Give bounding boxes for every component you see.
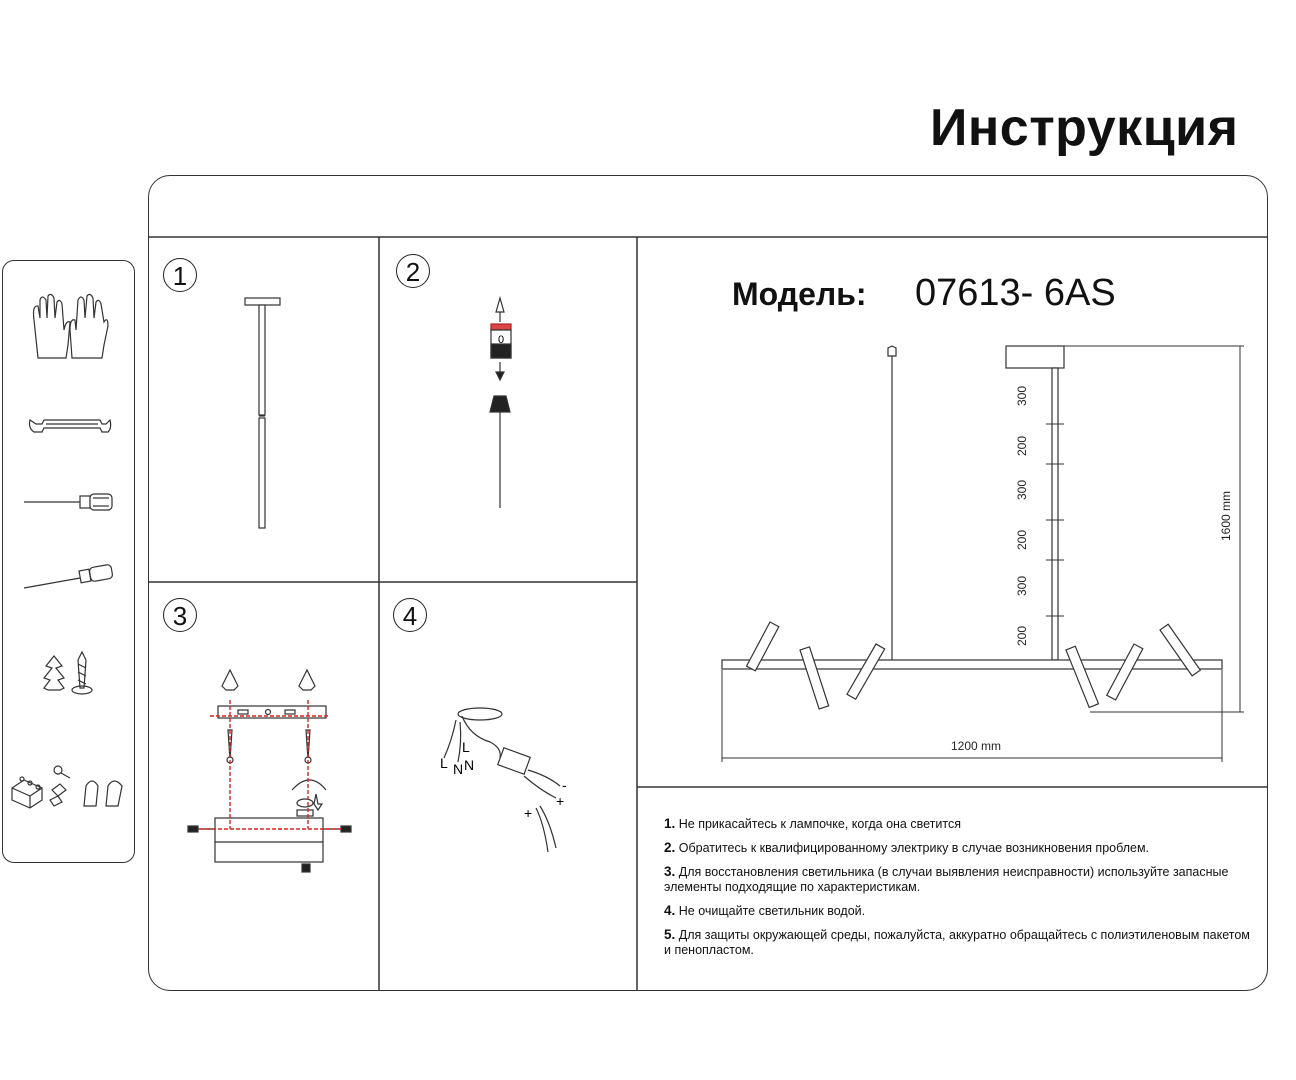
model-label: Модель: bbox=[732, 276, 867, 312]
step-4-number: 4 bbox=[393, 598, 427, 632]
width-dimension-label: 1200 mm bbox=[951, 739, 1001, 753]
note-3: 3. Для восстановления светильника (в слу… bbox=[664, 864, 1229, 894]
wire-label-plus-2: + bbox=[524, 805, 532, 821]
wire-nuts-icon bbox=[49, 765, 123, 807]
tools-panel bbox=[2, 260, 135, 863]
screws-icon bbox=[42, 650, 93, 695]
screwdriver-icon bbox=[24, 493, 113, 511]
step-3-number: 3 bbox=[163, 598, 197, 632]
height-dimension-label: 1600 mm bbox=[1219, 491, 1233, 541]
model-value: 07613- 6AS bbox=[915, 272, 1116, 314]
segment-label-1: 300 bbox=[1015, 386, 1029, 406]
wrench-icon bbox=[28, 418, 112, 433]
segment-label-4: 200 bbox=[1015, 530, 1029, 550]
step-2-cap-label: 0 bbox=[498, 334, 504, 346]
segment-label-3: 300 bbox=[1015, 480, 1029, 500]
wire-label-n1: N bbox=[453, 761, 463, 777]
segment-label-2: 200 bbox=[1015, 436, 1029, 456]
step-1-number: 1 bbox=[163, 258, 197, 292]
wire-label-l2: L bbox=[462, 739, 470, 755]
note-4: 4. Не очищайте светильник водой. bbox=[664, 903, 866, 918]
note-1: 1. Не прикасайтесь к лампочке, когда она… bbox=[664, 816, 961, 831]
segment-label-6: 200 bbox=[1015, 626, 1029, 646]
wire-label-plus-1: + bbox=[556, 793, 564, 809]
tools-icons bbox=[11, 293, 123, 809]
wire-label-l1: L bbox=[440, 755, 448, 771]
wire-label-n2: N bbox=[464, 757, 474, 773]
gloves-icon bbox=[32, 293, 109, 359]
screwdriver-angled-icon bbox=[23, 564, 114, 589]
wire-label-minus: - bbox=[562, 777, 567, 793]
main-frame bbox=[148, 175, 1268, 991]
safety-notes: 1. Не прикасайтесь к лампочке, когда она… bbox=[664, 816, 1254, 966]
page-title: Инструкция bbox=[930, 99, 1239, 157]
terminal-block-icon bbox=[11, 776, 43, 809]
segment-label-5: 300 bbox=[1015, 576, 1029, 596]
note-2: 2. Обратитесь к квалифицированному элект… bbox=[664, 840, 1150, 855]
step-2-number: 2 bbox=[396, 254, 430, 288]
note-5: 5. Для защиты окружающей среды, пожалуйс… bbox=[664, 927, 1250, 957]
